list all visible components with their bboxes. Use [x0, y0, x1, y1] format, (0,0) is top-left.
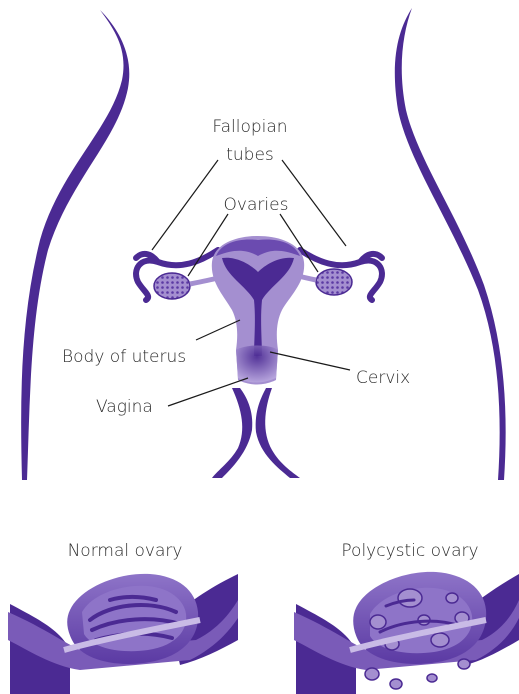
polycystic-ovary-illustration [294, 572, 519, 694]
caption-polycystic-ovary: Polycystic ovary [341, 541, 478, 561]
caption-normal-ovary: Normal ovary [68, 541, 183, 561]
ovary-left [154, 273, 190, 299]
label-ovaries: Ovaries [224, 195, 289, 215]
label-vagina: Vagina [96, 397, 153, 417]
label-body-of-uterus: Body of uterus [62, 347, 186, 367]
normal-ovary-illustration [8, 574, 238, 694]
label-fallopian-line2: tubes [226, 145, 274, 165]
label-fallopian-line1: Fallopian [212, 117, 287, 137]
ovary-right [316, 269, 352, 295]
body-outline-right [395, 8, 506, 480]
label-cervix: Cervix [356, 368, 410, 388]
leg-left [212, 388, 252, 478]
leg-right [256, 388, 300, 478]
ovarian-ligament-left [190, 278, 218, 284]
cervix-shape [236, 346, 278, 383]
